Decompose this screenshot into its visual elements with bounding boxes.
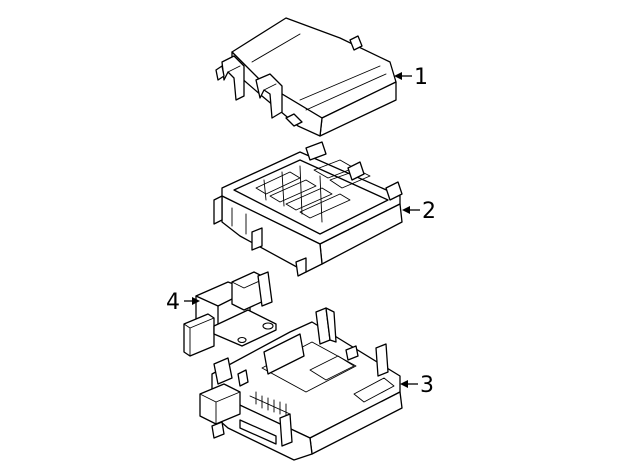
callout-number-2: 2 bbox=[422, 199, 436, 224]
callout-2: 2 bbox=[402, 199, 436, 224]
callout-number-4: 4 bbox=[166, 290, 180, 315]
fuse-box-housing bbox=[213, 141, 403, 277]
callout-3: 3 bbox=[400, 373, 434, 398]
bracket-connector bbox=[183, 271, 277, 357]
callout-4: 4 bbox=[166, 290, 200, 315]
callout-number-3: 3 bbox=[420, 373, 434, 398]
fuse-box-lower-tray bbox=[199, 307, 403, 461]
callout-1: 1 bbox=[394, 65, 428, 90]
callout-number-1: 1 bbox=[414, 65, 428, 90]
fuse-box-cover bbox=[215, 17, 397, 137]
